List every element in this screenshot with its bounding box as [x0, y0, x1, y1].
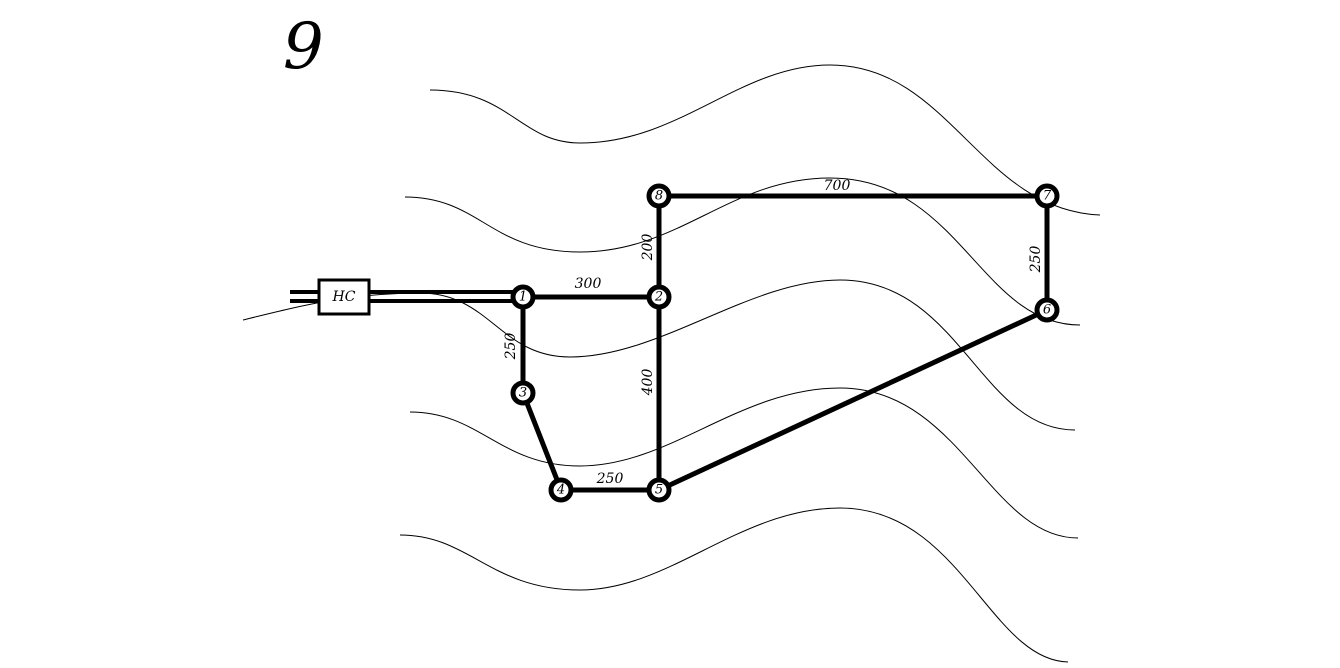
pipe-length-label: 200	[640, 234, 656, 262]
scheme-number: 9	[283, 10, 324, 84]
contour-lines	[242, 64, 1101, 663]
pipe-length-label: 250	[503, 333, 519, 361]
contour-line	[404, 177, 1081, 326]
pipe-length-label: 700	[824, 178, 851, 194]
node-label: 8	[655, 189, 663, 204]
contour-line	[242, 279, 1076, 431]
node-3: 3	[510, 380, 536, 406]
nodes: 1 2 3 4 5 6 7 8	[510, 183, 1060, 503]
pipe-length-label: 250	[596, 471, 624, 487]
node-1: 1	[510, 284, 536, 310]
pump-station-label: НС	[332, 289, 356, 305]
node-label: 7	[1043, 189, 1052, 204]
pipe-length-labels: 300 200 700 250 250 400 250	[503, 178, 1044, 487]
contour-line	[409, 387, 1079, 539]
node-7: 7	[1034, 183, 1060, 209]
pipe-5-6	[656, 307, 1050, 493]
node-2: 2	[646, 284, 672, 310]
node-8: 8	[646, 183, 672, 209]
node-label: 1	[519, 290, 527, 305]
pipe-length-label: 250	[1028, 246, 1044, 274]
node-label: 6	[1043, 303, 1051, 318]
node-5: 5	[646, 477, 672, 503]
node-label: 2	[654, 290, 663, 305]
pump-station-group: НС	[290, 278, 515, 316]
pipes	[520, 193, 1050, 493]
contour-line	[399, 507, 1069, 663]
node-label: 3	[519, 386, 527, 401]
node-4: 4	[548, 477, 574, 503]
pump-station-box	[317, 278, 371, 316]
pipe-length-label: 300	[575, 276, 602, 292]
node-label: 4	[556, 483, 565, 498]
pipe-3-4	[520, 390, 564, 493]
node-label: 5	[655, 483, 663, 498]
pipe-length-label: 400	[640, 369, 656, 397]
contour-line	[429, 64, 1101, 216]
node-6: 6	[1034, 297, 1060, 323]
